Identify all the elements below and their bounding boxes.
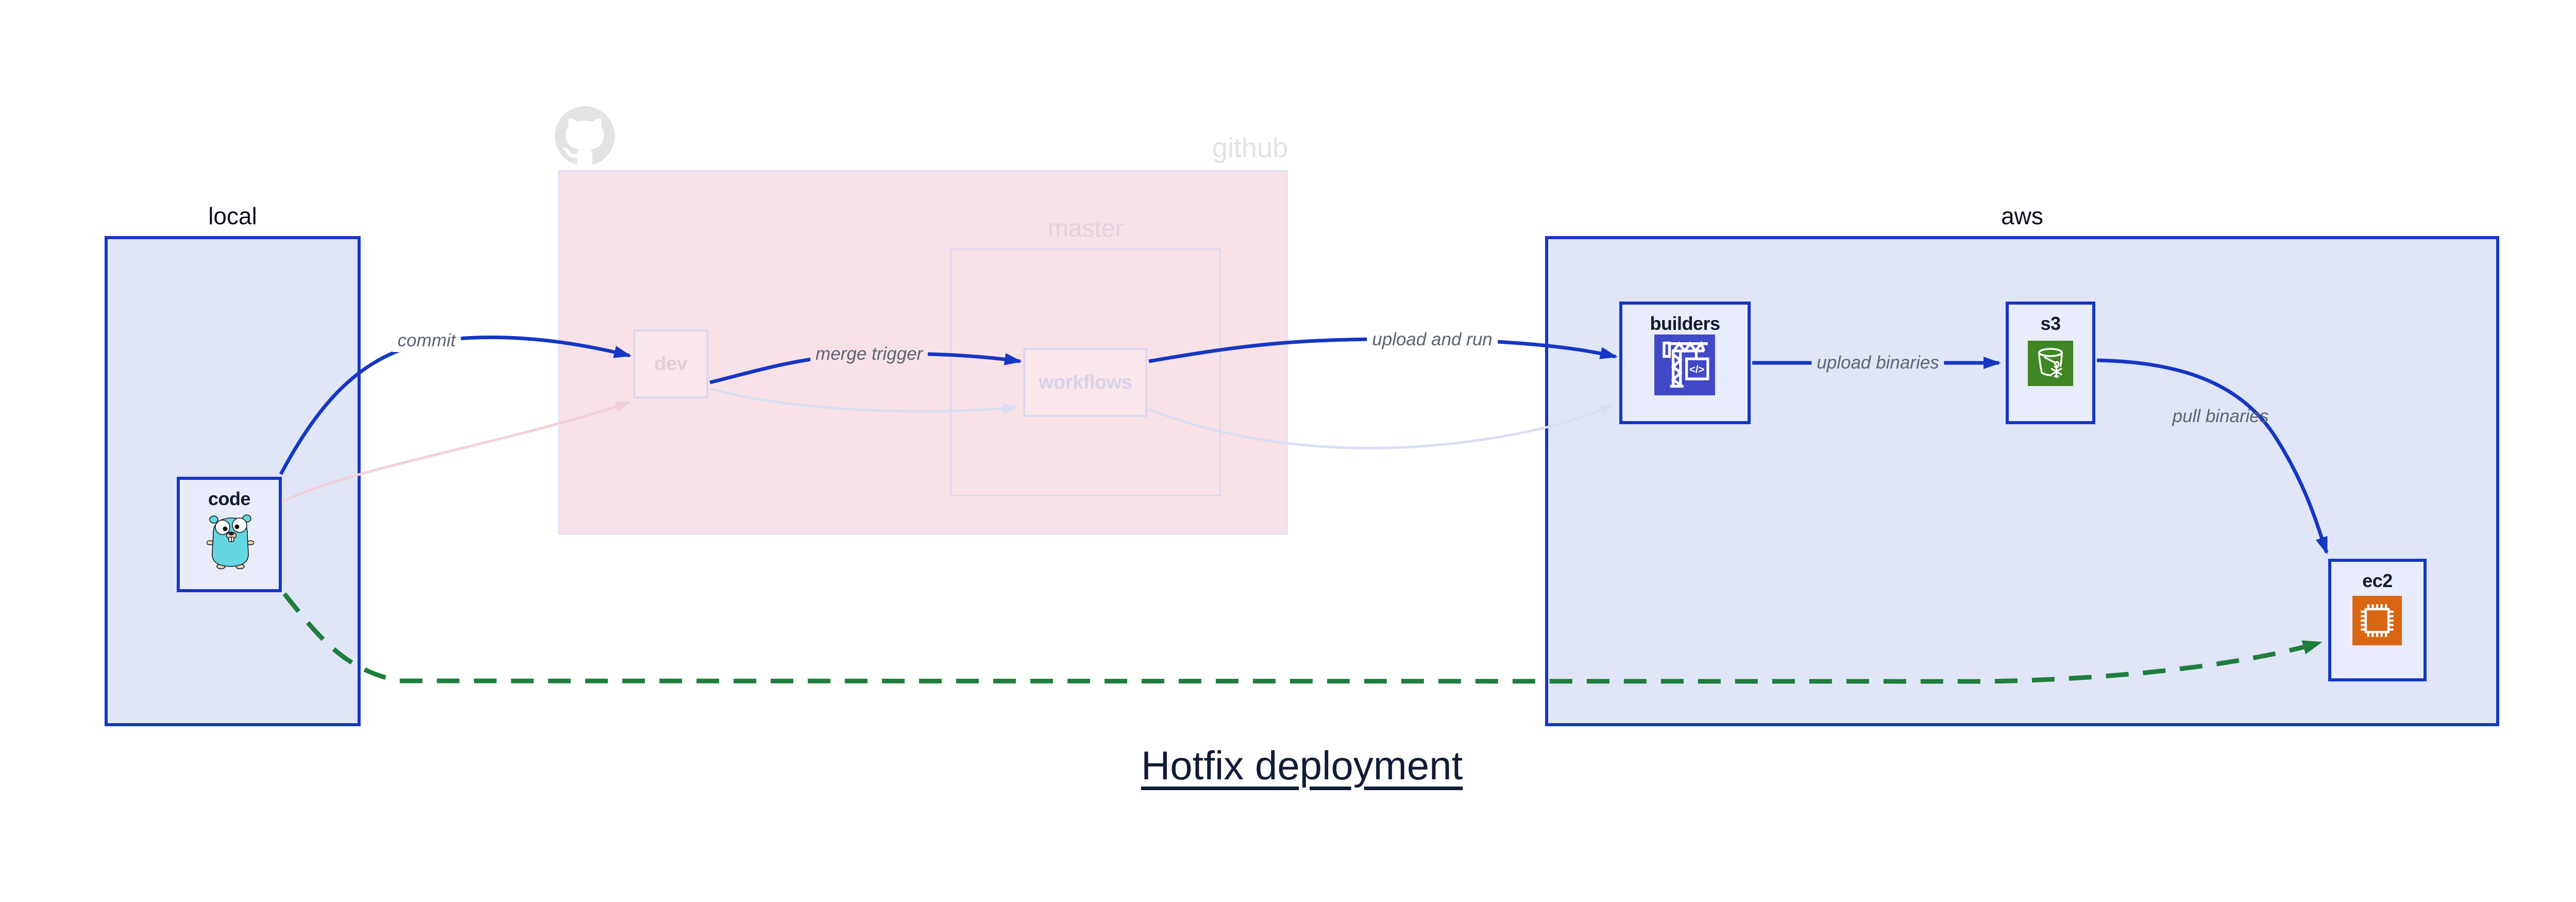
- node-builders: builders </>: [1619, 302, 1751, 424]
- diagram-title: Hotfix deployment: [1141, 743, 1463, 788]
- node-label-dev: dev: [654, 353, 687, 375]
- edge-label-merge-trigger: merge trigger: [810, 343, 928, 365]
- node-label-code: code: [208, 488, 251, 509]
- group-label-local: local: [208, 203, 257, 229]
- group-label-master: master: [1047, 215, 1124, 242]
- node-label-builders: builders: [1650, 313, 1720, 334]
- go-gopher-icon: [207, 514, 254, 570]
- group-label-github: github: [1212, 132, 1288, 163]
- node-ec2: ec2: [2328, 559, 2427, 681]
- node-label-ec2: ec2: [2362, 570, 2393, 591]
- node-dev: dev: [633, 329, 708, 398]
- edge-label-commit: commit: [392, 329, 461, 352]
- svg-text:</>: </>: [1689, 364, 1704, 375]
- group-label-aws: aws: [2001, 203, 2043, 229]
- edge-label-upload-and-run: upload and run: [1367, 328, 1498, 351]
- ec2-chip-icon: [2352, 596, 2402, 645]
- node-label-workflows: workflows: [1038, 371, 1132, 393]
- codebuild-crane-icon: </>: [1654, 335, 1715, 395]
- edge-label-pull-binaries: pull binaries: [2172, 406, 2269, 426]
- github-octocat-icon: [555, 106, 615, 165]
- node-workflows: workflows: [1023, 348, 1147, 417]
- edge-label-upload-binaries: upload binaries: [1811, 352, 1944, 374]
- node-s3: s3: [2006, 302, 2095, 424]
- s3-glacier-bucket-icon: [2028, 341, 2073, 386]
- node-code: code: [177, 477, 282, 592]
- node-label-s3: s3: [2040, 313, 2061, 334]
